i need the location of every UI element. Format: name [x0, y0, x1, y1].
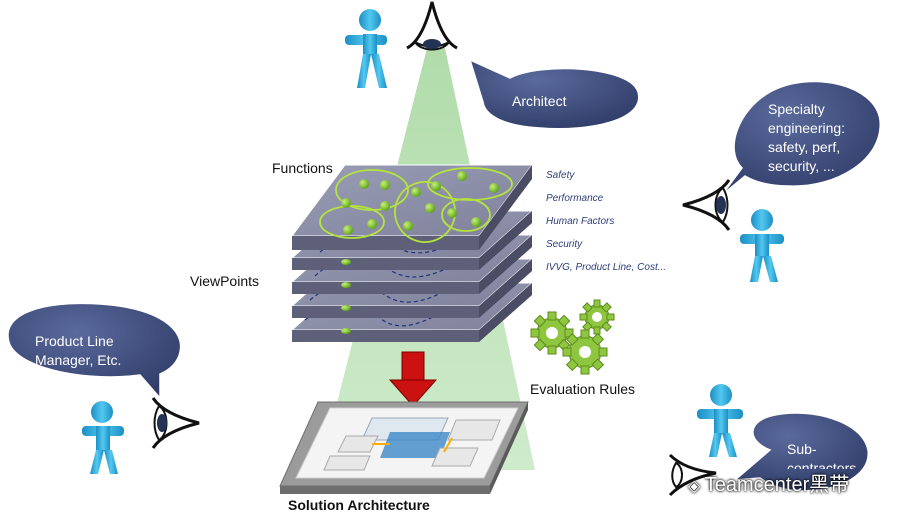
viewpoint-layers [290, 164, 534, 342]
viewpoint-ivvg: IVVG, Product Line, Cost... [546, 262, 667, 273]
evaluation-rules-label: Evaluation Rules [530, 381, 636, 397]
viewpoint-performance: Performance [546, 193, 604, 204]
watermark: ◈ Teamcenter黑带 [688, 468, 849, 497]
specialty-line-3: safety, perf, [768, 139, 841, 155]
watermark-text: Teamcenter黑带 [704, 474, 850, 496]
product-line-eye-icon [151, 397, 200, 449]
specialty-bubble [721, 80, 881, 196]
layer-1-functions [291, 164, 533, 250]
architect-figure [345, 9, 387, 88]
product-line-bubble-label: Product Line Manager, Etc. [35, 332, 121, 370]
product-line-figure [82, 401, 124, 474]
subcontractor-eye-icon [668, 453, 717, 497]
viewpoints-label: ViewPoints [190, 273, 260, 289]
subcontractor-figure [697, 384, 743, 457]
viewpoint-human-factors: Human Factors [546, 216, 615, 227]
architect-eye-icon [406, 1, 458, 51]
specialty-line-4: security, ... [768, 158, 835, 174]
viewpoint-safety: Safety [546, 170, 575, 181]
down-arrow-icon [388, 351, 438, 407]
architect-bubble-label: Architect [512, 93, 567, 109]
watermark-logo-icon: ◈ [688, 478, 705, 495]
architect-bubble [468, 58, 640, 130]
product-line-bubble [7, 302, 182, 401]
subcontractor-bubble-label: Sub- contractors [787, 440, 856, 469]
viewpoint-security: Security [546, 239, 583, 250]
gears-icon [530, 299, 615, 375]
product-line-line-2: Manager, Etc. [35, 352, 122, 368]
functions-label: Functions [272, 160, 333, 176]
subcontractor-bubble [732, 412, 869, 492]
specialty-line-2: engineering: [768, 120, 846, 136]
specialty-bubble-label: Specialty engineering: safety, perf, sec… [768, 100, 845, 176]
product-line-line-1: Product Line [35, 333, 114, 349]
solution-architecture-label: Solution Architecture [288, 497, 430, 513]
specialty-eye-icon [682, 179, 731, 231]
specialty-figure [740, 209, 784, 282]
solution-architecture-tray [279, 401, 529, 494]
specialty-line-1: Specialty [768, 101, 825, 117]
subcontractor-line-1: Sub- [787, 441, 817, 457]
subcontractor-line-2: contractors [787, 460, 857, 469]
